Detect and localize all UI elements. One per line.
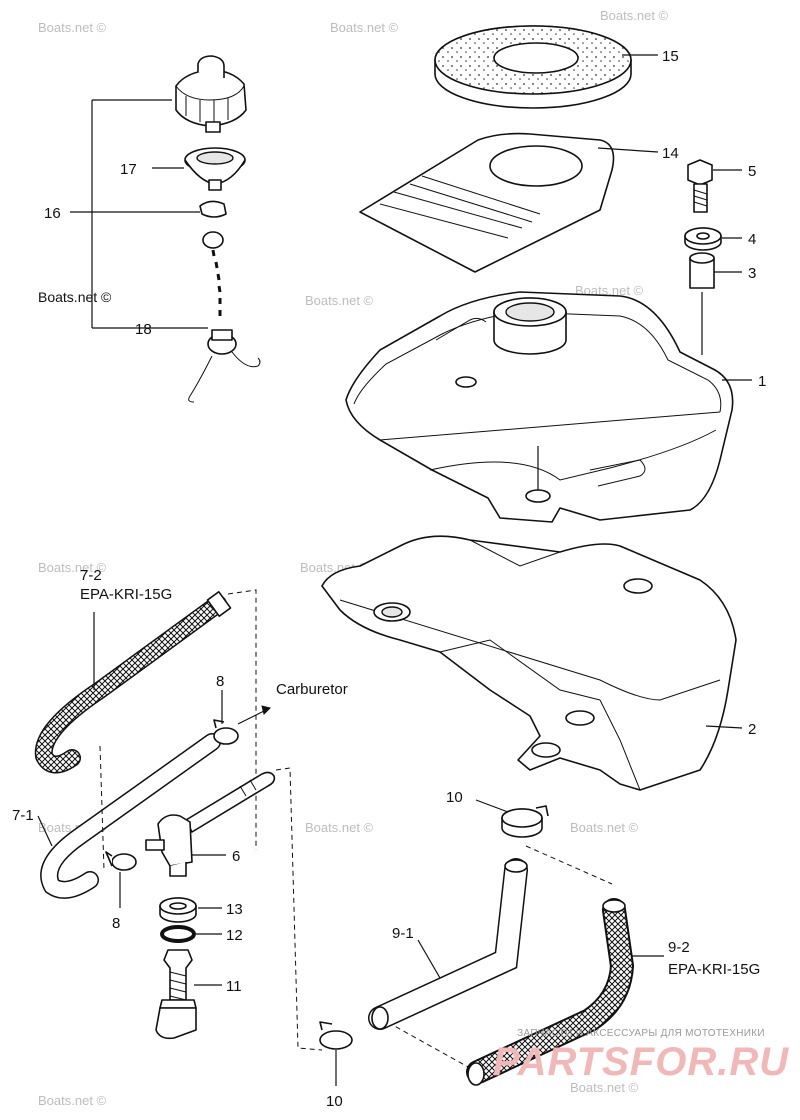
watermark-text: Boats.net © xyxy=(305,293,374,308)
watermark-text-dark: Boats.net © xyxy=(38,289,112,305)
watermark-text: Boats.net © xyxy=(305,820,374,835)
part-18-cap-strap-clip xyxy=(188,200,261,403)
site-watermark-logo: PARTSFOR.RU xyxy=(492,1040,790,1084)
part-6-fuel-cock xyxy=(145,771,276,877)
label-part-10-top: 10 xyxy=(446,789,463,806)
label-part-10-bottom: 10 xyxy=(326,1093,343,1110)
part-13-seal-ring xyxy=(159,897,197,923)
label-part-5: 5 xyxy=(748,163,756,180)
watermark-text: Boats.net © xyxy=(38,20,107,35)
label-part-7-2: 7-2 xyxy=(80,567,102,584)
label-part-6: 6 xyxy=(232,848,240,865)
label-carburetor: Carburetor xyxy=(276,681,348,698)
part-16-fuel-cap xyxy=(175,55,247,133)
part-9-1-fuel-hose xyxy=(368,858,528,1030)
label-part-2: 2 xyxy=(748,721,756,738)
part-1-fuel-tank xyxy=(345,291,734,523)
watermark-text: Boats.net © xyxy=(570,820,639,835)
label-part-8-bottom: 8 xyxy=(112,915,120,932)
part-12-o-ring xyxy=(160,925,196,943)
part-9-2-braided-hose xyxy=(466,898,635,1086)
label-part-9-2: 9-2 xyxy=(668,939,690,956)
site-watermark-tagline: ЗАПЧАСТИ И АКСЕССУАРЫ ДЛЯ МОТОТЕХНИКИ xyxy=(517,1028,765,1039)
part-15-foam-ring xyxy=(434,25,632,109)
part-8-hose-clip-top xyxy=(213,719,239,745)
label-part-3: 3 xyxy=(748,265,756,282)
part-11-fuel-strainer xyxy=(155,949,197,1040)
part-7-2-braided-hose xyxy=(34,590,232,774)
carburetor-direction-arrow xyxy=(237,705,271,725)
part-2-tank-bracket xyxy=(321,535,737,791)
label-part-4: 4 xyxy=(748,231,756,248)
label-part-12: 12 xyxy=(226,927,243,944)
label-part-11: 11 xyxy=(226,978,242,995)
part-5-bolt xyxy=(687,159,713,213)
watermark-text: Boats.net © xyxy=(600,8,669,23)
label-part-9-1: 9-1 xyxy=(392,925,414,942)
part-17-cap-gasket xyxy=(184,147,246,191)
label-part-8-top: 8 xyxy=(216,673,224,690)
watermark-text: Boats.net © xyxy=(38,1093,107,1108)
part-10-hose-clip-bottom xyxy=(319,1021,353,1050)
part-10-hose-clip-top xyxy=(501,805,549,838)
watermark-text: Boats.net © xyxy=(330,20,399,35)
label-part-14: 14 xyxy=(662,145,679,162)
part-7-1-fuel-hose xyxy=(40,733,221,899)
part-3-collar xyxy=(689,252,715,289)
label-part-17: 17 xyxy=(120,161,137,178)
label-part-9-2-code: EPA-KRI-15G xyxy=(668,961,760,978)
watermark-text: Boats.net © xyxy=(570,1080,639,1095)
label-part-16: 16 xyxy=(44,205,61,222)
watermark-text: Boats.net © xyxy=(38,560,107,575)
label-part-13: 13 xyxy=(226,901,243,918)
part-4-washer xyxy=(684,227,722,251)
label-part-1: 1 xyxy=(758,373,766,390)
label-part-7-2-code: EPA-KRI-15G xyxy=(80,586,172,603)
label-part-15: 15 xyxy=(662,48,679,65)
label-part-18: 18 xyxy=(135,321,152,338)
part-14-tank-pad xyxy=(359,132,615,273)
label-part-7-1: 7-1 xyxy=(12,807,34,824)
part-8-hose-clip-bottom xyxy=(105,851,137,871)
